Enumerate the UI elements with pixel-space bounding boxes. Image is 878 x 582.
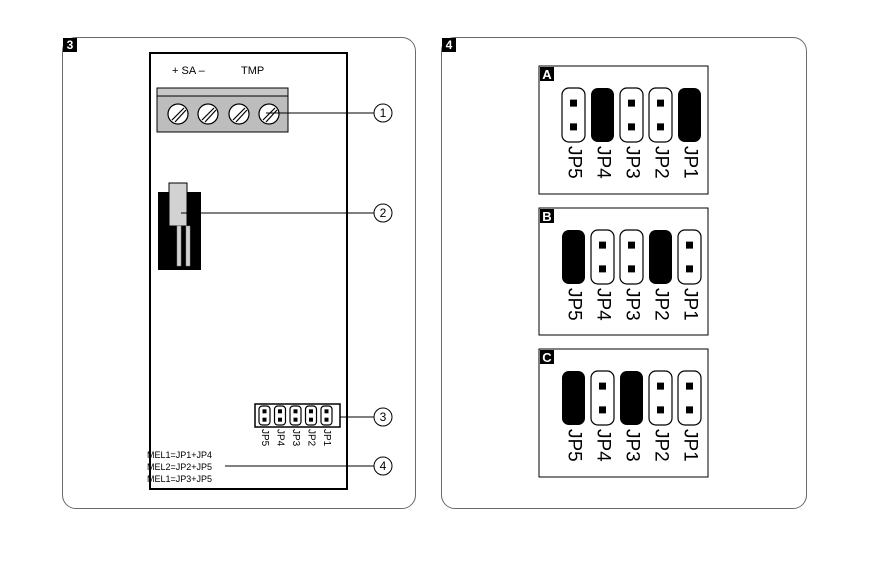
jumper-label: JP3 — [621, 288, 642, 321]
jumper-label: JP3 — [621, 146, 642, 179]
jumper-open: JP3 — [289, 405, 302, 447]
callout-4-circle — [373, 456, 393, 476]
jumper-label: JP5 — [563, 429, 584, 462]
reed-switch — [158, 182, 201, 270]
jumper-config-b: B JP5 JP4 JP3 JP2 JP1 — [538, 207, 709, 336]
terminal-label-tmp: TMP — [241, 65, 264, 77]
jumper-label: JP5 — [563, 288, 584, 321]
callout-2-circle — [373, 203, 393, 223]
terminal-screw-icon — [258, 103, 280, 125]
config-letter: C — [542, 350, 552, 365]
jumper-label: JP1 — [321, 429, 332, 447]
callout-1-circle — [373, 103, 393, 123]
jumper-closed: JP5 — [562, 371, 585, 462]
board-jumper-block: JP5 JP4 JP3 JP2 JP1 — [254, 403, 341, 447]
jumper-label: JP4 — [592, 146, 613, 179]
callout-3-number: 3 — [380, 410, 387, 424]
callout-4-number: 4 — [380, 459, 387, 473]
mel-line-1: MEL1=JP1+JP4 — [147, 450, 212, 460]
jumper-config-a: A JP5 JP4 JP3 JP2 JP1 — [538, 65, 709, 195]
jumper-open: JP4 — [590, 229, 615, 321]
jumper-label: JP3 — [290, 429, 301, 447]
jumper-closed: JP5 — [562, 230, 585, 321]
callout-3-circle — [373, 407, 393, 427]
jumper-open: JP4 — [273, 405, 287, 447]
jumper-label: JP1 — [679, 288, 700, 321]
jumper-label: JP4 — [592, 288, 613, 321]
jumper-open: JP4 — [590, 370, 615, 462]
jumper-label: JP5 — [563, 146, 584, 179]
device-board — [149, 52, 348, 490]
config-letter: B — [542, 209, 551, 224]
jumper-open: JP2 — [304, 405, 318, 447]
jumper-open: JP2 — [648, 87, 673, 179]
jumper-config-c: C JP5 JP4 JP3 JP2 JP1 — [538, 348, 709, 478]
jumper-open: JP3 — [619, 229, 644, 321]
terminal-screw-icon — [197, 103, 219, 125]
jumper-label: JP1 — [679, 146, 700, 179]
jumper-label: JP3 — [621, 429, 642, 462]
terminal-screw-icon — [228, 103, 250, 125]
panel-3-badge: 3 — [63, 38, 77, 52]
jumper-open: JP2 — [648, 370, 673, 462]
mel-line-3: MEL1=JP3+JP5 — [147, 474, 212, 484]
jumper-open: JP3 — [619, 87, 644, 179]
jumper-label: JP2 — [650, 288, 671, 321]
jumper-label: JP2 — [305, 429, 316, 447]
jumper-open: JP1 — [677, 370, 702, 462]
panel-4-badge: 4 — [442, 38, 456, 52]
jumper-label: JP4 — [592, 429, 613, 462]
callout-2-number: 2 — [380, 206, 387, 220]
terminal-screw-icon — [167, 103, 189, 125]
config-badge — [540, 350, 554, 364]
jumper-open: JP5 — [258, 405, 271, 447]
terminal-label-sa: + SA – — [172, 65, 206, 77]
jumper-open: JP1 — [677, 229, 702, 321]
jumper-open: JP1 — [320, 405, 333, 447]
jumper-open: JP5 — [561, 87, 586, 179]
terminal-block — [156, 87, 289, 133]
jumper-closed: JP2 — [649, 230, 672, 321]
config-letter: A — [542, 67, 552, 82]
jumper-closed: JP3 — [620, 371, 643, 462]
config-badge — [540, 67, 554, 81]
jumper-label: JP1 — [679, 429, 700, 462]
jumper-label: JP2 — [650, 429, 671, 462]
jumper-closed: JP4 — [591, 88, 614, 179]
config-badge — [540, 209, 554, 223]
jumper-closed: JP1 — [678, 88, 701, 179]
mel-line-2: MEL2=JP2+JP5 — [147, 462, 212, 472]
callout-1-number: 1 — [380, 106, 387, 120]
jumper-label: JP2 — [650, 146, 671, 179]
jumper-label: JP4 — [274, 429, 285, 447]
jumper-label: JP5 — [259, 429, 270, 447]
